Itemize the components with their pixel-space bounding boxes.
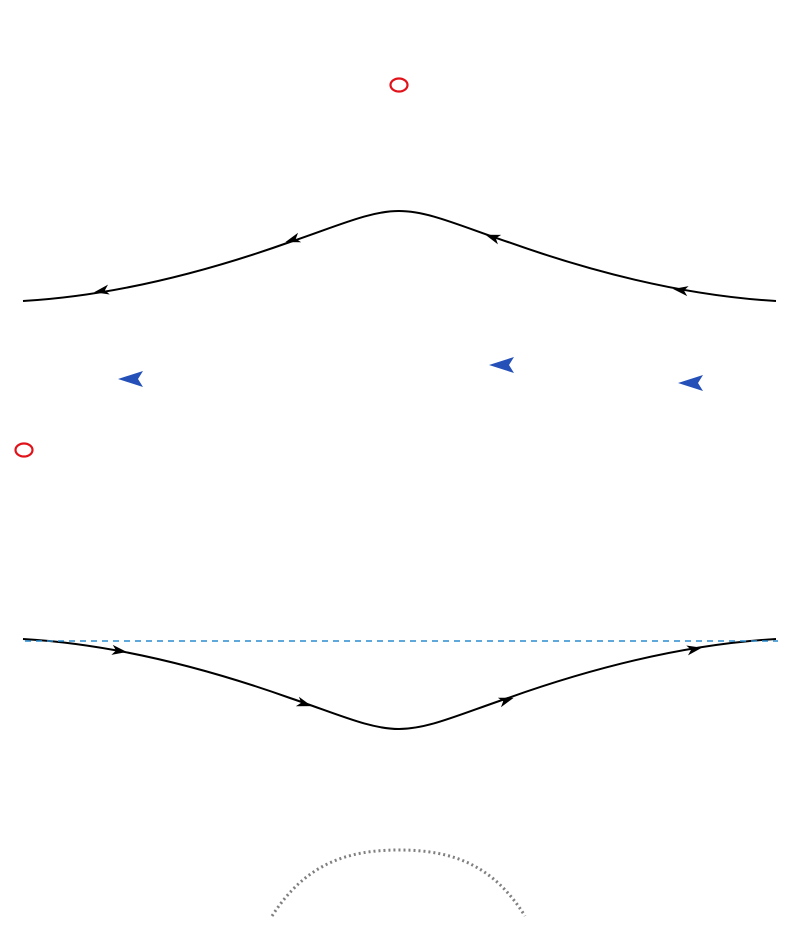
upper-arrowhead-4: [673, 286, 689, 297]
lower-arrowhead-4: [686, 645, 702, 656]
upper-contour-path: [22, 209, 777, 302]
upper-arrowhead-2: [285, 232, 302, 243]
lower-arrowhead-3: [497, 697, 514, 708]
flow-marker-right: [678, 375, 703, 391]
flow-marker-center: [489, 357, 514, 373]
lower-arrowhead-2: [295, 696, 312, 707]
lower-arrowhead-1: [111, 644, 127, 655]
lower-contour-path: [22, 638, 777, 731]
dotted-arc: [270, 848, 527, 917]
pole-marker-left: [14, 442, 34, 458]
flow-marker-left: [118, 371, 143, 387]
upper-arrowhead-3: [485, 234, 502, 245]
pole-marker-top: [389, 77, 409, 93]
upper-arrowhead-1: [94, 284, 110, 295]
